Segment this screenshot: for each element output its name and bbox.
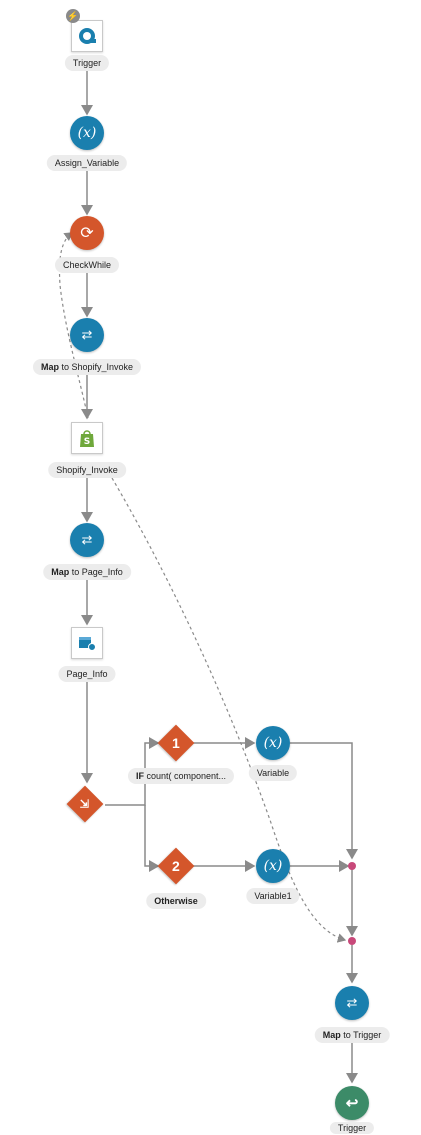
branch-2-node[interactable]: 2	[157, 847, 195, 885]
map-trigger-label: Map to Trigger	[314, 1027, 390, 1043]
page-info-node[interactable]	[71, 627, 103, 659]
switch-node[interactable]: ⇲	[66, 785, 104, 823]
variable-icon: (x)	[70, 116, 104, 150]
variable1-node[interactable]: (x)	[256, 849, 290, 883]
map-trigger-node[interactable]: ⇄	[335, 986, 369, 1020]
variable-node[interactable]: (x)	[256, 726, 290, 760]
trigger-start-node[interactable]: ⚡	[66, 9, 103, 52]
trigger-icon	[71, 20, 103, 52]
check-while-node[interactable]: ⟳	[70, 216, 104, 250]
merge-point	[348, 937, 356, 945]
map-shopify-node[interactable]: ⇄	[70, 318, 104, 352]
assign-variable-label: Assign_Variable	[46, 155, 128, 171]
trigger-start-label: Trigger	[64, 55, 110, 71]
variable-label: Variable	[248, 765, 298, 781]
variable1-label: Variable1	[246, 888, 300, 904]
trigger-end-node[interactable]: ↩	[335, 1086, 369, 1120]
map-shopify-label: Map to Shopify_Invoke	[32, 359, 142, 375]
map-page-info-node[interactable]: ⇄	[70, 523, 104, 557]
branch-2-label: Otherwise	[146, 893, 206, 909]
check-while-label: CheckWhile	[54, 257, 120, 273]
return-icon: ↩	[335, 1086, 369, 1120]
map-page-info-label: Map to Page_Info	[43, 564, 131, 580]
trigger-end-label: Trigger	[329, 1122, 375, 1134]
bolt-icon: ⚡	[66, 9, 80, 23]
merge-point	[348, 862, 356, 870]
variable-icon: (x)	[256, 726, 290, 760]
map-icon: ⇄	[70, 318, 104, 352]
svg-text:S: S	[84, 437, 90, 447]
assign-variable-node[interactable]: (x)	[70, 116, 104, 150]
map-icon: ⇄	[70, 523, 104, 557]
map-icon: ⇄	[335, 986, 369, 1020]
switch-icon: ⇲	[66, 785, 104, 823]
shopify-icon: S	[71, 422, 103, 454]
data-stitch-icon	[71, 627, 103, 659]
branch-1-label: IF count( component...	[127, 768, 235, 784]
page-info-label: Page_Info	[58, 666, 116, 682]
branch-1-node[interactable]: 1	[157, 724, 195, 762]
shopify-invoke-label: Shopify_Invoke	[48, 462, 126, 478]
loop-icon: ⟳	[70, 216, 104, 250]
shopify-invoke-node[interactable]: S	[71, 422, 103, 454]
variable-icon: (x)	[256, 849, 290, 883]
